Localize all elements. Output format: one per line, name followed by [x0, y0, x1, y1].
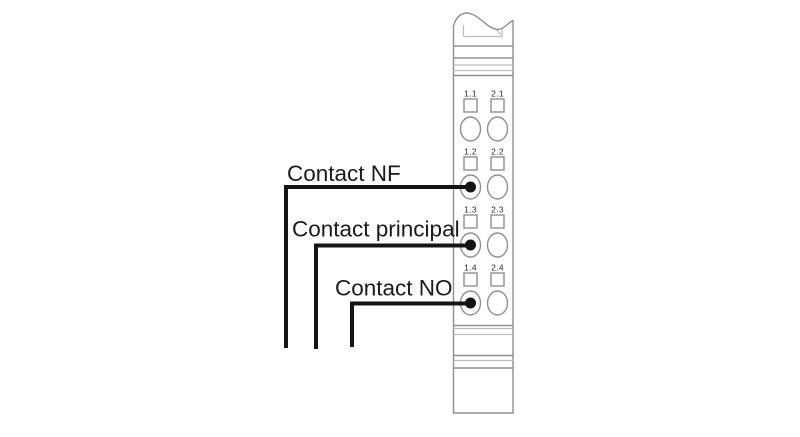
- callout-leader-line: [314, 243, 471, 349]
- module-outline: [452, 12, 514, 414]
- callout-label: Contact principal: [292, 217, 460, 242]
- upper-grooves: [453, 45, 513, 77]
- terminal-screw-square: [490, 98, 505, 113]
- terminal-screw-square: [463, 156, 478, 171]
- terminal-label: 1.1: [464, 89, 477, 99]
- terminal-screw-square: [490, 156, 505, 171]
- callout-contact-nf: Contact NF: [284, 161, 476, 348]
- terminal-screw-square: [490, 214, 505, 229]
- lower-grooves: [453, 324, 513, 369]
- terminal-label: 1.4: [464, 263, 477, 273]
- terminal-screw-square: [463, 98, 478, 113]
- terminal-label: 2.3: [491, 205, 504, 215]
- callout-label: Contact NO: [335, 276, 453, 301]
- terminal-screw-square: [490, 272, 505, 287]
- terminal-hole: [486, 174, 509, 200]
- din-latch-detail: [462, 25, 503, 38]
- terminal-hole: [486, 290, 509, 316]
- callout-leader-line: [350, 301, 471, 347]
- terminal-hole: [486, 116, 509, 142]
- latch-right-diagonal: [495, 29, 503, 36]
- terminal-label: 1.3: [464, 205, 477, 215]
- connection-dot: [465, 297, 476, 309]
- connection-dot: [465, 239, 476, 251]
- connection-dot: [465, 181, 476, 193]
- terminal-row-3: 1.3 2.3: [459, 205, 509, 258]
- terminal-hole: [459, 116, 482, 142]
- callout-contact-no: Contact NO: [335, 276, 476, 347]
- terminal-screw-square: [463, 214, 478, 229]
- terminal-label: 1.2: [464, 147, 477, 157]
- terminal-screw-square: [463, 272, 478, 287]
- terminal-label: 2.1: [491, 89, 504, 99]
- callout-contact-principal: Contact principal: [292, 217, 476, 349]
- terminal-hole: [486, 232, 509, 258]
- terminal-row-1: 1.1 2.1: [459, 89, 509, 142]
- callout-leader-line: [284, 185, 471, 348]
- terminal-label: 2.2: [491, 147, 504, 157]
- callout-label: Contact NF: [287, 161, 401, 186]
- terminal-label: 2.4: [491, 263, 504, 273]
